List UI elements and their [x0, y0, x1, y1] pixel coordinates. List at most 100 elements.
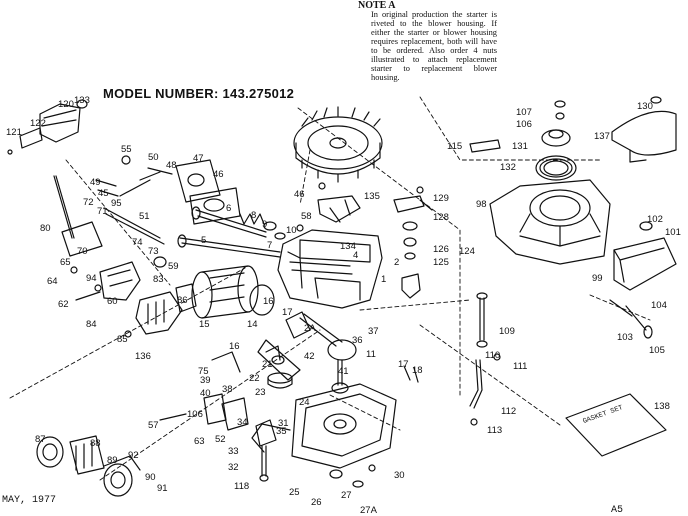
part-callout-36: 36 [352, 335, 363, 346]
part-callout-102: 102 [647, 214, 663, 225]
part-callout-27: 27 [341, 490, 352, 501]
part-callout-26: 26 [311, 497, 322, 508]
part-callout-38: 38 [222, 384, 233, 395]
part-callout-104: 104 [651, 300, 667, 311]
crankshaft-part [257, 311, 357, 394]
part-callout-16: 16 [229, 341, 240, 352]
part-callout-57: 57 [148, 420, 159, 431]
part-callout-46: 46 [213, 169, 224, 180]
part-callout-95: 95 [111, 198, 122, 209]
note-body: In original production the starter is ri… [371, 10, 497, 82]
part-callout-17: 17 [398, 359, 409, 370]
part-callout-113: 113 [487, 425, 502, 436]
part-callout-92: 92 [128, 450, 139, 461]
part-callout-122: 122 [30, 118, 46, 129]
part-callout-112: 112 [501, 406, 516, 417]
part-callout-60: 60 [107, 296, 118, 307]
breather-plates [175, 159, 241, 225]
part-callout-84: 84 [86, 319, 97, 330]
part-callout-65: 65 [60, 257, 71, 268]
intake-tube-part [175, 265, 275, 319]
part-callout-111: 111 [513, 361, 527, 372]
part-callout-25: 25 [289, 487, 300, 498]
ignition-coil-part [317, 195, 361, 223]
part-callout-23: 23 [255, 387, 266, 398]
part-callout-10: 10 [286, 225, 297, 236]
part-callout-87: 87 [35, 434, 46, 445]
part-callout-124: 124 [459, 246, 475, 257]
part-callout-31: 31 [278, 418, 289, 429]
part-callout-1: 1 [381, 274, 386, 285]
part-callout-6: 6 [226, 203, 231, 214]
part-callout-118: 118 [234, 481, 249, 492]
note-title: NOTE A [358, 0, 396, 11]
part-callout-106: 106 [187, 409, 203, 420]
part-callout-133: 133 [74, 95, 90, 106]
part-callout-48: 48 [166, 160, 177, 171]
part-callout-75: 75 [198, 366, 209, 377]
breather-parts [393, 186, 433, 299]
footer-date: MAY, 1977 [2, 495, 57, 506]
part-callout-17: 17 [282, 307, 293, 318]
part-callout-7: 7 [267, 240, 272, 251]
part-callout-63: 63 [194, 436, 205, 447]
part-callout-94: 94 [86, 273, 97, 284]
part-callout-109: 109 [499, 326, 515, 337]
governor-gear-part [265, 345, 293, 389]
flywheel-part [293, 106, 383, 183]
cylinder-block-part [277, 229, 383, 309]
part-callout-62: 62 [58, 299, 69, 310]
part-callout-4: 4 [353, 250, 358, 261]
part-callout-107: 107 [516, 107, 532, 118]
part-callout-128: 128 [433, 212, 449, 223]
part-callout-27A: 27A [360, 505, 378, 516]
part-callout-105: 105 [649, 345, 665, 356]
footer-page-code: A5 [611, 505, 624, 516]
gasket-set-box [565, 393, 667, 457]
part-callout-103: 103 [617, 332, 633, 343]
part-callout-74: 74 [132, 237, 143, 248]
part-callout-45: 45 [98, 188, 109, 199]
part-callout-120: 120 [58, 99, 74, 110]
part-callout-18: 18 [412, 365, 423, 376]
part-callout-137: 137 [594, 131, 610, 142]
part-callout-9: 9 [262, 219, 267, 230]
part-callout-134: 134 [340, 241, 356, 252]
part-callout-2: 2 [394, 257, 399, 268]
part-callout-40: 40 [200, 388, 211, 399]
part-callout-64: 64 [47, 276, 58, 287]
part-callout-8: 8 [251, 210, 256, 221]
part-callout-58: 58 [301, 211, 312, 222]
part-callout-99: 99 [592, 273, 603, 284]
starter-clutch-parts [36, 435, 141, 497]
part-callout-49: 49 [90, 177, 101, 188]
part-callout-59: 59 [168, 261, 179, 272]
part-callout-115: 115 [447, 141, 462, 152]
part-callout-51: 51 [139, 211, 150, 222]
part-callout-73: 73 [148, 246, 159, 257]
part-callout-85: 85 [117, 334, 128, 345]
carburetor-part [53, 175, 183, 335]
part-callout-52: 52 [215, 434, 226, 445]
part-callout-16: 16 [263, 296, 274, 307]
recoil-starter-parts [469, 96, 677, 181]
part-callout-50: 50 [148, 152, 159, 163]
part-callout-21: 21 [262, 359, 273, 370]
model-number: MODEL NUMBER: 143.275012 [103, 86, 295, 101]
part-callout-101: 101 [665, 227, 681, 238]
part-callout-138: 138 [654, 401, 670, 412]
part-callout-131: 131 [512, 141, 528, 152]
part-callout-15: 15 [199, 319, 210, 330]
fastener-parts [70, 155, 419, 383]
part-callout-136: 136 [135, 351, 151, 362]
part-callout-129: 129 [433, 193, 449, 204]
part-callout-126: 126 [433, 244, 449, 255]
part-callout-11: 11 [366, 349, 376, 360]
part-callout-35: 35 [276, 426, 287, 437]
part-callout-37: 37 [368, 326, 379, 337]
muffler-part [609, 221, 677, 339]
part-callout-34: 34 [237, 417, 248, 428]
